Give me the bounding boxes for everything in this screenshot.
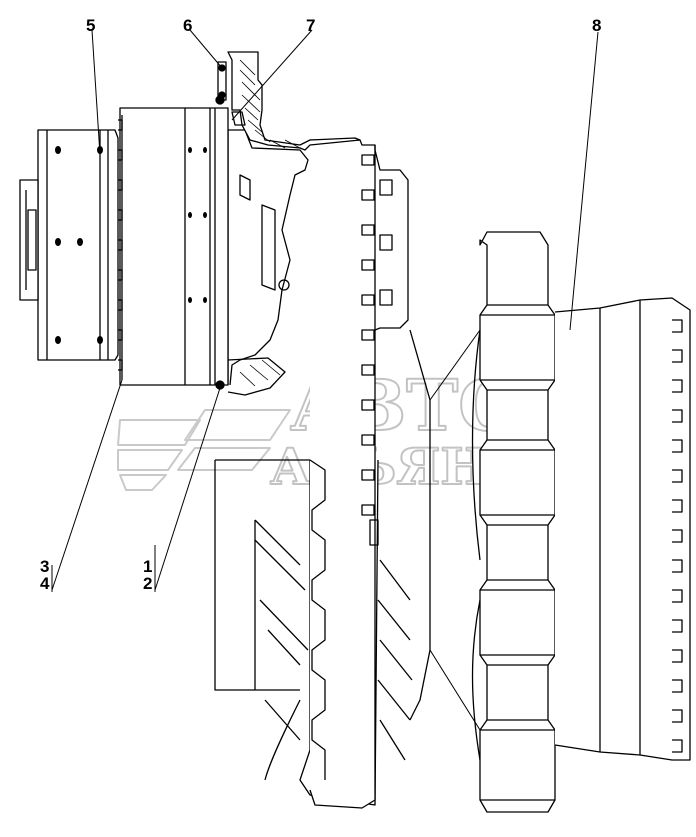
leader-8-lower [429, 649, 481, 731]
callout-label-4: 4 [40, 574, 50, 593]
leader-5 [91, 29, 101, 156]
gear-notches [361, 154, 393, 516]
leader-3-4 [51, 379, 123, 591]
callout-label-2: 2 [143, 574, 153, 593]
end-cap-holes [55, 146, 103, 344]
leader-1-2 [154, 387, 221, 591]
callout-label-5: 5 [86, 16, 96, 35]
watermark-chevrons [117, 409, 291, 491]
part-5-end-cap [19, 129, 119, 361]
callout-label-6: 6 [183, 16, 193, 35]
sleeve-holes [188, 147, 207, 303]
callout-label-8: 8 [592, 16, 602, 35]
leader-8 [569, 31, 599, 331]
callout-label-3: 3 [40, 557, 50, 576]
hub-teeth [672, 319, 683, 753]
callout-label-7: 7 [306, 16, 316, 35]
leader-6 [189, 29, 223, 69]
leader-8-upper [429, 329, 481, 401]
leader-7 [231, 29, 313, 121]
hatching [239, 59, 301, 387]
drive-sleeve [118, 95, 229, 390]
callout-label-1: 1 [143, 557, 153, 576]
helical-teeth [254, 519, 413, 761]
part-8-sprocket-drum [471, 231, 691, 813]
sleeve-spline [118, 119, 123, 371]
leader-lines [51, 29, 599, 731]
